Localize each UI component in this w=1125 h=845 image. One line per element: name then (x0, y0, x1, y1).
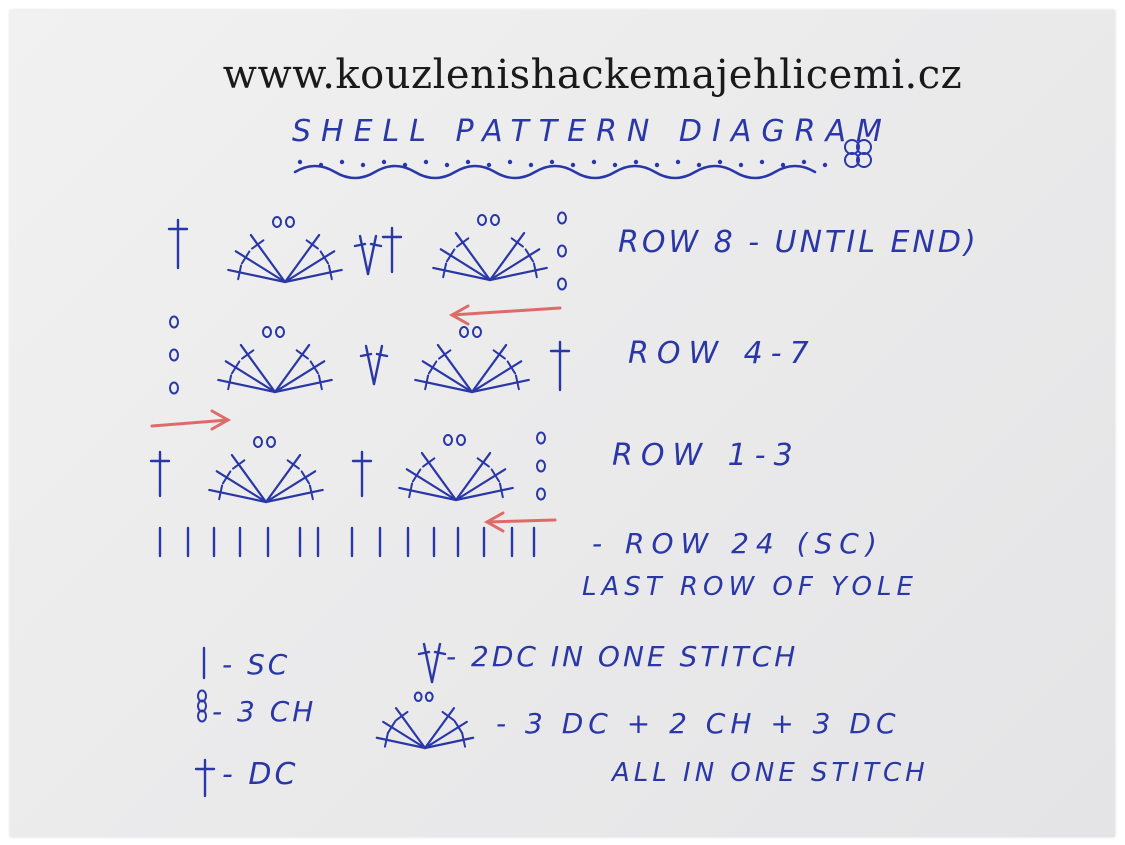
underline-dot (360, 162, 366, 168)
row47-shell-2 (414, 326, 530, 394)
row8-dc-2 (381, 226, 403, 274)
row13-dc-2 (351, 450, 373, 498)
legend-shell: - 3 DC + 2 CH + 3 DC (496, 707, 901, 740)
underline-dot (486, 162, 492, 168)
underline-dot (696, 162, 702, 168)
underline-dot (612, 162, 618, 168)
legend-sc: - SC (222, 648, 291, 681)
underline-dot (381, 159, 387, 165)
underline-dot (465, 159, 471, 165)
underline-dot (528, 162, 534, 168)
underline-dot (318, 162, 324, 168)
row8-dc (167, 218, 189, 270)
legend-v-stitch: - 2DC IN ONE STITCH (446, 640, 799, 673)
underline-dot (759, 159, 765, 165)
row-note-last-row: LAST ROW OF YOLE (582, 572, 918, 602)
legend-dc: - DC (222, 757, 299, 792)
row13-chain (536, 431, 546, 501)
row47-dc (549, 340, 571, 392)
row-label-24: - ROW 24 (SC) (592, 527, 884, 560)
row13-shell-1 (208, 436, 324, 504)
stitch-symbols (149, 211, 571, 798)
underline-dot (801, 159, 807, 165)
flower-doodle-icon (844, 139, 872, 168)
underline-dot (297, 159, 303, 165)
legend-dc-symbol (194, 758, 216, 798)
wavy-underline (293, 164, 817, 180)
legend-shell-symbol (375, 691, 475, 750)
underline-dot (738, 162, 744, 168)
row8-v-stitch (353, 234, 383, 276)
underline-dot (633, 159, 639, 165)
underline-dot (591, 159, 597, 165)
underline-dots (297, 159, 828, 168)
legend-shell-note: ALL IN ONE STITCH (612, 758, 929, 788)
underline-dot (507, 159, 513, 165)
underline-dot (549, 159, 555, 165)
row13-dc (149, 450, 171, 498)
underline-dot (654, 162, 660, 168)
row8-shell-1 (227, 216, 343, 284)
row47-chain (169, 315, 179, 395)
row8-shell-2 (432, 214, 548, 282)
row-label-8: ROW 8 - UNTIL END) (618, 225, 979, 260)
underline-dot (402, 162, 408, 168)
underline-dot (444, 162, 450, 168)
underline-dot (423, 159, 429, 165)
row8-chain (557, 211, 567, 291)
underline-dot (339, 159, 345, 165)
underline-dot (780, 162, 786, 168)
underline-dot (717, 159, 723, 165)
legend-ch-symbol (197, 689, 207, 723)
row13-shell-2 (398, 434, 514, 502)
arrow-left-row1 (483, 511, 557, 533)
underline-dot (570, 162, 576, 168)
legend-ch: - 3 CH (212, 695, 317, 728)
site-url: www.kouzlenishackemajehlicemi.cz (222, 52, 963, 98)
row-label-1-3: ROW 1-3 (612, 438, 801, 473)
underline-dot (822, 162, 828, 168)
direction-arrows (150, 304, 562, 533)
row47-shell-1 (217, 326, 333, 394)
diagram-title: SHELL PATTERN DIAGRAM (292, 114, 892, 149)
underline-dot (675, 159, 681, 165)
legend-v-stitch-symbol (417, 642, 447, 684)
arrow-left-row8 (448, 304, 562, 326)
arrow-right-row4 (150, 409, 232, 431)
row-label-4-7: ROW 4-7 (628, 336, 817, 371)
row47-v-stitch (359, 344, 389, 386)
